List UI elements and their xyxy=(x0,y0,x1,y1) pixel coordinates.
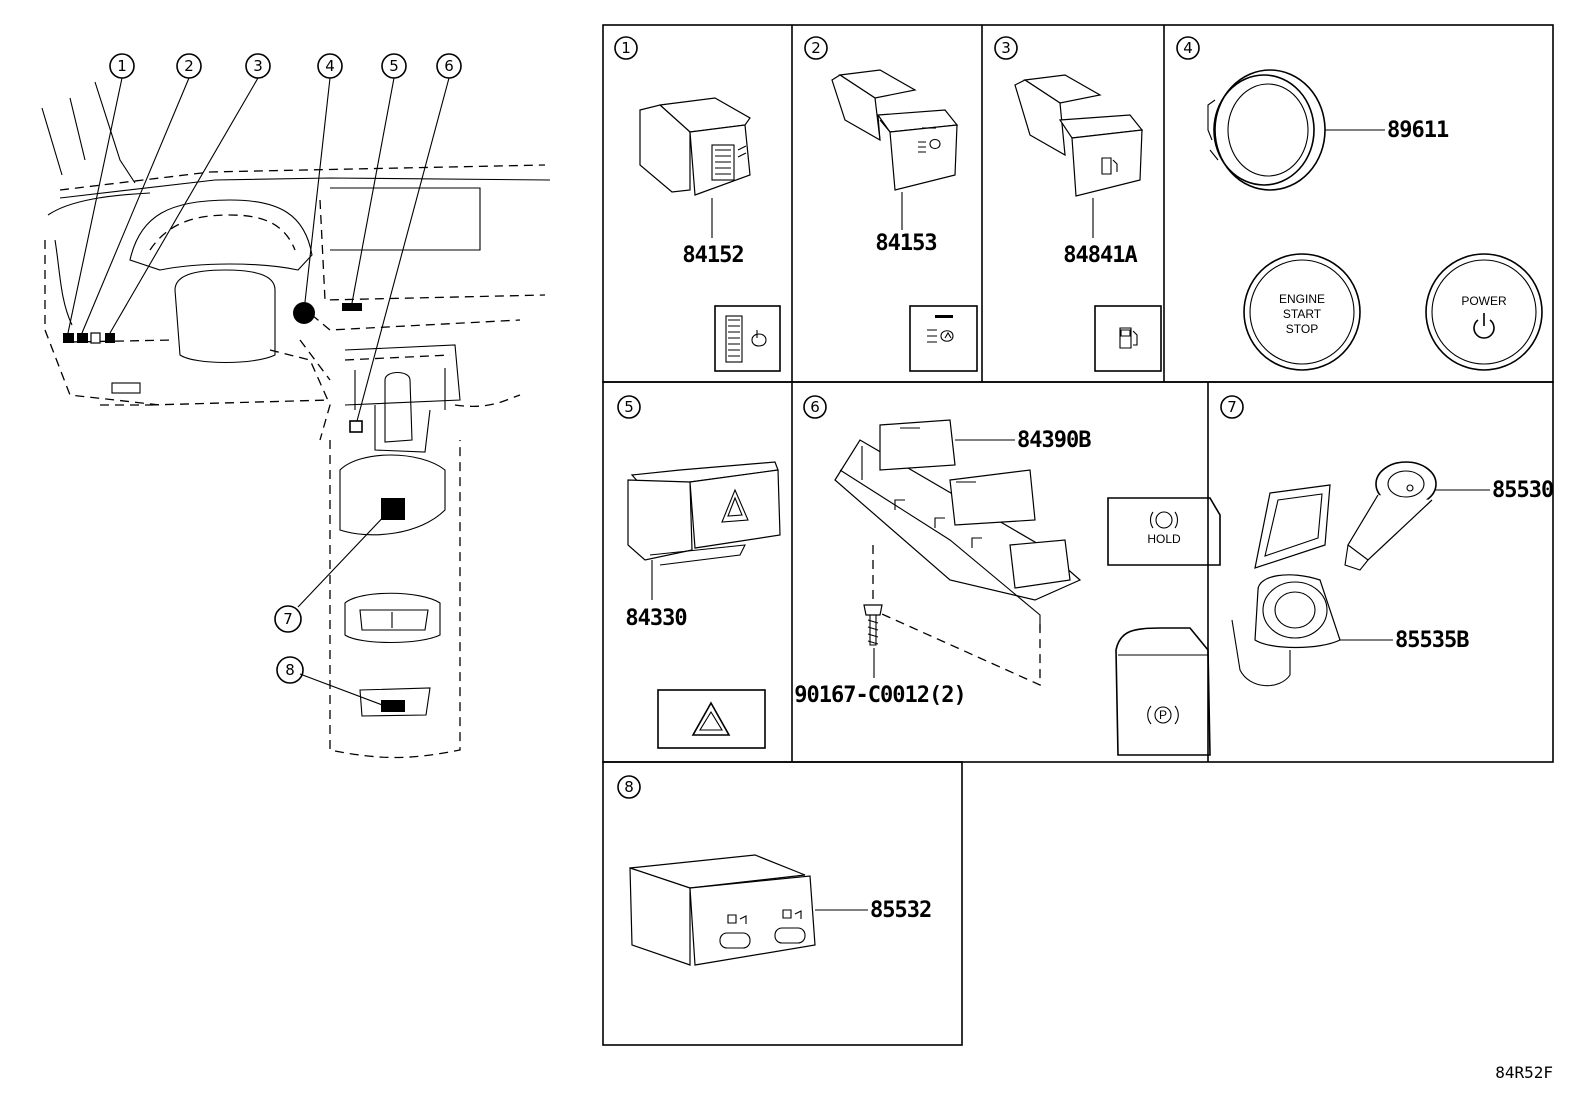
hazard-warning-icon xyxy=(657,689,766,749)
part-number-90167-C0012: 90167-C0012(2) xyxy=(794,683,965,708)
svg-text:ENGINE: ENGINE xyxy=(1279,292,1325,306)
svg-text:6: 6 xyxy=(444,57,454,75)
panel-4-number: 4 xyxy=(1183,39,1193,57)
svg-text:3: 3 xyxy=(253,57,263,75)
engine-start-stop-button: ENGINE START STOP xyxy=(1243,253,1361,371)
diagram-code: 84R52F xyxy=(1495,1063,1553,1082)
svg-text:HOLD: HOLD xyxy=(1147,532,1181,546)
part-number-85530: 85530 xyxy=(1492,478,1553,503)
brake-hold-button-icon: HOLD xyxy=(1107,497,1221,566)
svg-text:2: 2 xyxy=(184,57,194,75)
light-control-switch-icon xyxy=(714,305,781,372)
callout-8: 8 xyxy=(276,656,304,684)
panel-8-number: 8 xyxy=(624,778,634,796)
callout-5: 5 xyxy=(381,53,407,79)
power-button: POWER xyxy=(1425,253,1543,371)
svg-text:7: 7 xyxy=(283,610,293,628)
svg-text:8: 8 xyxy=(285,661,295,679)
panel-6-number: 6 xyxy=(810,398,820,416)
parking-brake-button-icon: P xyxy=(1115,627,1211,756)
location-callouts: 1 2 3 4 5 6 7 8 xyxy=(109,53,462,684)
power-icon xyxy=(1473,313,1495,339)
panel-7-number: 7 xyxy=(1227,398,1237,416)
panel-3: 3 84841A xyxy=(994,36,1162,372)
panel-6: 6 84390B 90167-C0012(2) HOLD xyxy=(794,395,1221,756)
socket-85535B-drawing xyxy=(1231,484,1341,687)
power-outlet-85530-drawing xyxy=(1344,461,1437,571)
part-number-84841A: 84841A xyxy=(1063,243,1137,268)
part-number-84390B: 84390B xyxy=(1017,428,1091,453)
svg-text:STOP: STOP xyxy=(1286,322,1318,336)
callout-1: 1 xyxy=(109,53,135,79)
panel-1: 1 84152 xyxy=(614,36,781,372)
panel-7: 7 85530 85535B xyxy=(1220,395,1554,687)
callout-6: 6 xyxy=(436,53,462,79)
panel-5-number: 5 xyxy=(624,398,634,416)
switch-84153-drawing xyxy=(831,69,959,191)
panel-2: 2 84153 xyxy=(804,36,978,372)
screw-drawing xyxy=(863,604,883,646)
parking-brake-switch-drawing xyxy=(834,419,1082,630)
headlight-leveling-switch-icon xyxy=(909,305,978,372)
svg-text:P: P xyxy=(1159,708,1167,722)
panel-2-number: 2 xyxy=(811,39,821,57)
svg-text:POWER: POWER xyxy=(1461,294,1507,308)
panel-4: 4 89611 ENGINE START STOP POWER xyxy=(1176,36,1543,371)
switch-84152-drawing xyxy=(639,97,751,196)
part-number-89611: 89611 xyxy=(1387,118,1449,143)
svg-text:1: 1 xyxy=(117,57,127,75)
part-number-84152: 84152 xyxy=(682,243,743,268)
panel-5: 5 84330 xyxy=(617,395,781,749)
svg-text:4: 4 xyxy=(325,57,335,75)
dashboard-overview xyxy=(41,77,551,759)
push-start-switch-drawing xyxy=(1207,69,1326,191)
usb-charger-85532-drawing xyxy=(629,854,816,966)
part-number-85532: 85532 xyxy=(870,898,931,923)
part-number-84330: 84330 xyxy=(625,606,686,631)
fuel-door-opener-icon xyxy=(1094,305,1162,372)
panel-grid xyxy=(602,24,1554,1046)
callout-2: 2 xyxy=(176,53,202,79)
callout-4: 4 xyxy=(317,53,343,79)
svg-text:START: START xyxy=(1283,307,1322,321)
switch-84330-drawing xyxy=(627,461,781,566)
callout-7: 7 xyxy=(274,605,302,633)
part-number-84153: 84153 xyxy=(875,231,936,256)
switch-84841A-drawing xyxy=(1014,74,1144,197)
part-number-85535B: 85535B xyxy=(1395,628,1469,653)
svg-text:5: 5 xyxy=(389,57,399,75)
callout-3: 3 xyxy=(245,53,271,79)
panel-3-number: 3 xyxy=(1001,39,1011,57)
panel-1-number: 1 xyxy=(621,39,631,57)
panel-8: 8 85532 xyxy=(617,775,932,966)
